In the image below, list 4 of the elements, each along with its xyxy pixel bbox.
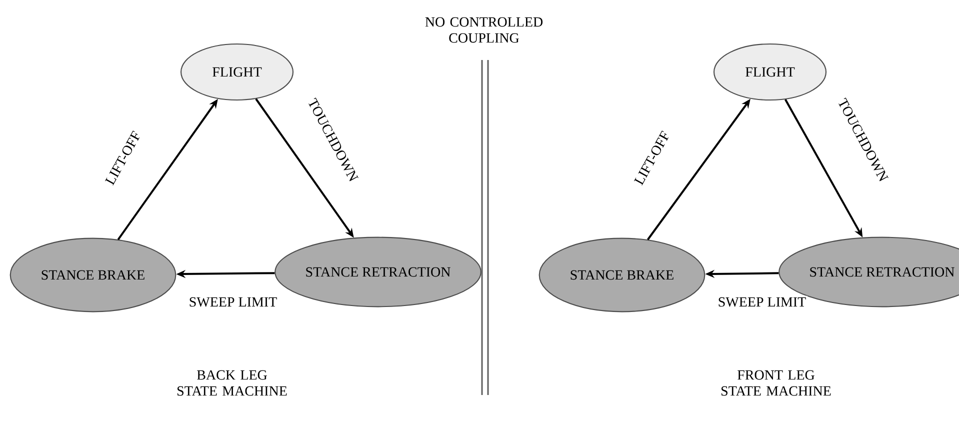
caption-text: BACK LEG STATE MACHINE xyxy=(178,370,287,396)
edge-label: SWEEP LIMIT xyxy=(716,296,808,308)
caption-text: FRONT LEG STATE MACHINE xyxy=(722,370,831,396)
caption-text: NO CONTROLLED COUPLING xyxy=(425,17,543,43)
